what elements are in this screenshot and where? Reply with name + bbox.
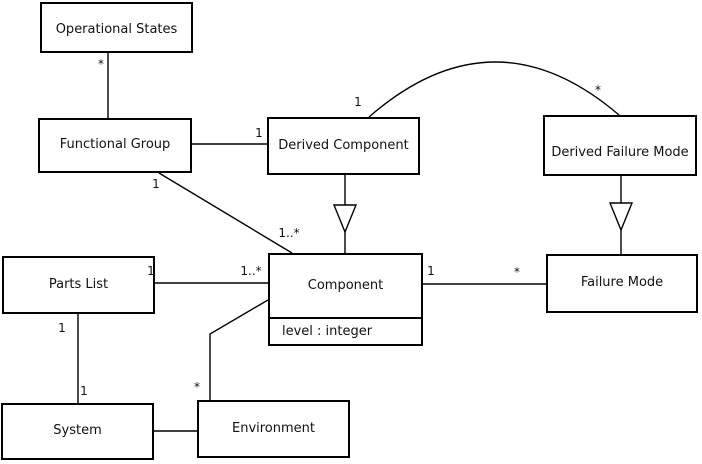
class-name-system: System [53, 423, 102, 439]
multiplicity-operational-states-end: * [98, 57, 104, 71]
class-system: System [1, 403, 154, 460]
class-derived-component: Derived Component [267, 117, 420, 175]
generalization-derived-component-component [332, 175, 358, 253]
multiplicity-component-end-to-failure-mode: 1 [427, 264, 435, 278]
association-derived-component-derived-failure-mode [368, 61, 620, 118]
class-name-derived-failure-mode: Derived Failure Mode [551, 145, 689, 161]
association-functional-group-component [158, 172, 293, 254]
association-component-environment [209, 299, 269, 400]
class-name-functional-group: Functional Group [59, 137, 171, 153]
class-name-operational-states: Operational States [55, 22, 178, 38]
class-derived-failure-mode: Derived Failure Mode [543, 115, 697, 176]
class-parts-list: Parts List [2, 256, 155, 314]
multiplicity-derived-failure-mode-arc-end: * [595, 83, 601, 97]
multiplicity-derived-component-arc-end: 1 [354, 95, 362, 109]
class-attribute-level: level : integer [270, 317, 421, 346]
class-environment: Environment [197, 400, 350, 458]
class-name-failure-mode: Failure Mode [580, 275, 664, 291]
class-name-component: Component [307, 277, 384, 293]
hollow-triangle-arrowhead-icon [332, 204, 358, 234]
multiplicity-parts-list-end: 1 [147, 264, 155, 278]
multiplicity-environment-end: * [194, 380, 200, 394]
class-functional-group: Functional Group [38, 118, 192, 173]
hollow-triangle-arrowhead-icon [608, 202, 634, 232]
class-failure-mode: Failure Mode [546, 254, 698, 313]
multiplicity-failure-mode-end: * [514, 265, 520, 279]
multiplicity-component-end-from-functional-group: 1..* [278, 226, 300, 240]
generalization-derived-failure-mode-failure-mode [608, 176, 634, 254]
multiplicity-functional-group-end: 1 [152, 177, 160, 191]
class-name-environment: Environment [231, 420, 315, 436]
multiplicity-parts-list-end-to-system: 1 [58, 321, 66, 335]
multiplicity-component-end-from-parts-list: 1..* [240, 264, 262, 278]
class-component: Component level : integer [268, 253, 423, 346]
class-name-derived-component: Derived Component [278, 137, 409, 153]
multiplicity-system-end: 1 [80, 384, 88, 398]
class-operational-states: Operational States [40, 2, 193, 53]
multiplicity-derived-component-end: 1 [255, 126, 263, 140]
class-name-parts-list: Parts List [48, 276, 109, 292]
